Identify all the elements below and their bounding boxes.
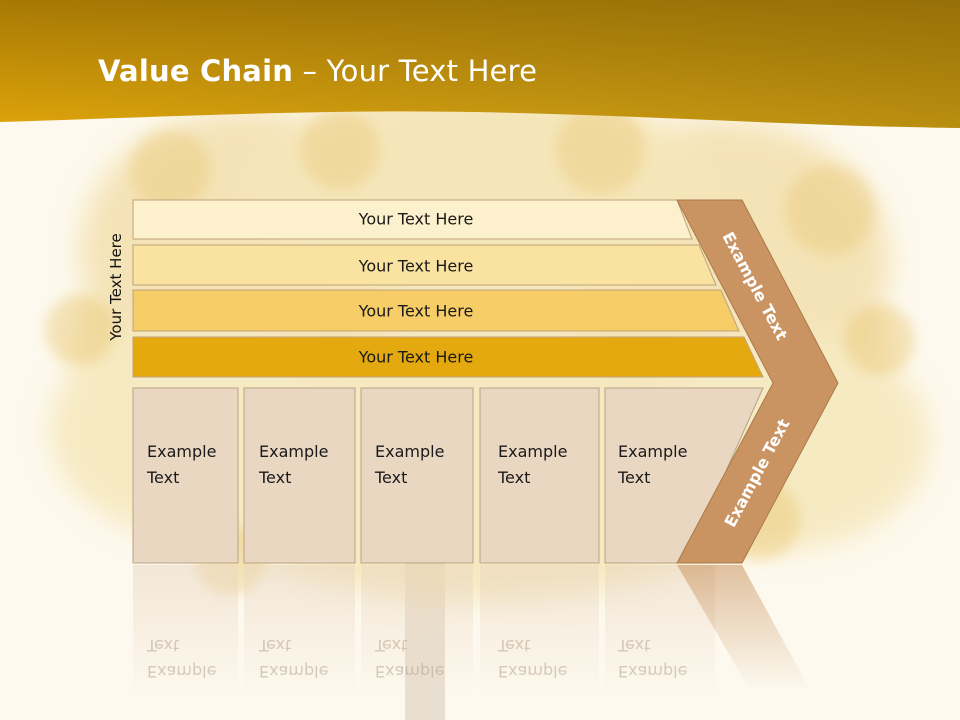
bar-3 <box>132 289 740 332</box>
box-2-reflection: Example Text <box>259 632 328 684</box>
bar-4-label: Your Text Here <box>358 347 474 367</box>
chevron-arrow <box>676 199 839 564</box>
box-4-line1: Example <box>498 442 568 461</box>
box-5-reflection-line1: Example <box>618 662 688 681</box>
box-3 <box>360 387 474 564</box>
box-1-line2: Text <box>147 468 180 487</box>
bar-3-label: Your Text Here <box>358 301 474 321</box>
bar-2 <box>132 244 717 286</box>
box-1-reflection-line1: Example <box>147 662 217 681</box>
box-3-reflection-line1: Example <box>375 662 445 681</box>
box-2 <box>243 387 356 564</box>
box-4-line2: Text <box>498 468 531 487</box>
bar-4 <box>132 336 764 378</box>
reflection <box>133 565 810 695</box>
box-5-reflection: Example Text <box>618 632 687 684</box>
bar-1-label: Your Text Here <box>358 209 474 229</box>
box-3-reflection: Example Text <box>375 632 444 684</box>
box-2-reflection-line2: Text <box>259 636 292 655</box>
box-5-line2: Text <box>618 468 651 487</box>
box-4-reflection-line1: Example <box>498 662 568 681</box>
box-3-line1: Example <box>375 442 445 461</box>
box-1-reflection: Example Text <box>147 632 216 684</box>
box-4-reflection-line2: Text <box>498 636 531 655</box>
box-1 <box>132 387 239 564</box>
box-2-line1: Example <box>259 442 329 461</box>
box-5-reflection-line2: Text <box>618 636 651 655</box>
box-5-line1: Example <box>618 442 688 461</box>
title-bold: Value Chain <box>98 54 294 88</box>
box-3-line2: Text <box>375 468 408 487</box>
box-2-line2: Text <box>259 468 292 487</box>
box-1-reflection-line2: Text <box>147 636 180 655</box>
box-4 <box>479 387 600 564</box>
box-3-reflection-line2: Text <box>375 636 408 655</box>
box-4-reflection: Example Text <box>498 632 567 684</box>
box-2-reflection-line1: Example <box>259 662 329 681</box>
slide-title: Value Chain – Your Text Here <box>98 54 537 88</box>
box-1-line1: Example <box>147 442 217 461</box>
bar-2-label: Your Text Here <box>358 256 474 276</box>
title-regular: – Your Text Here <box>293 54 538 88</box>
bar-1 <box>132 199 693 240</box>
